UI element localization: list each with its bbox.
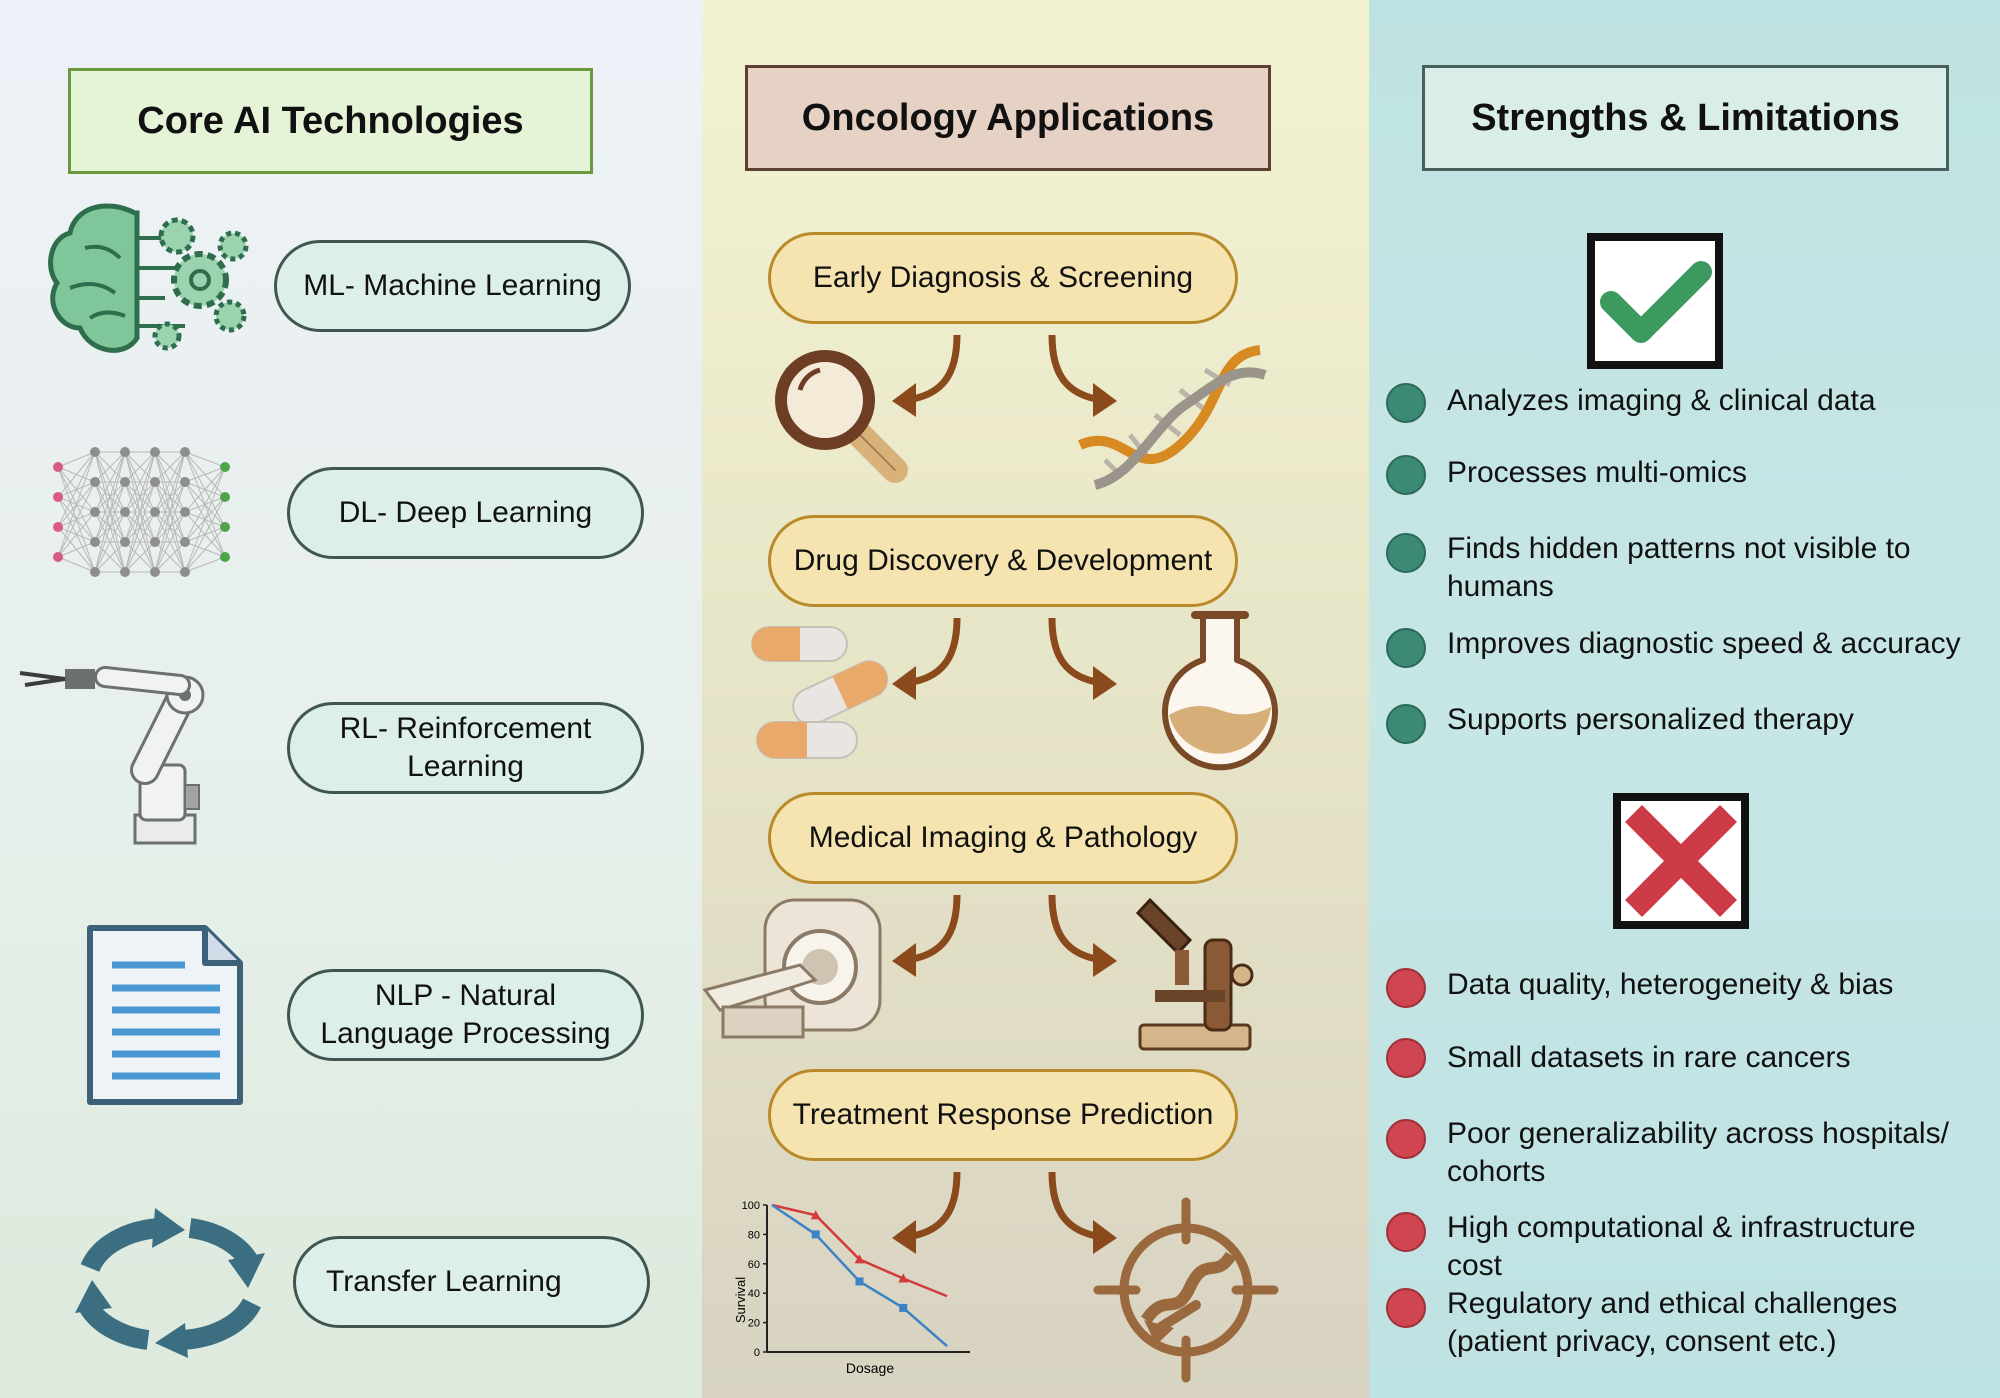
chart-point: [811, 1230, 820, 1239]
flow-arrow-pair: [892, 1171, 1117, 1254]
app-drug-discovery: Drug Discovery & Development: [768, 515, 1238, 607]
survival-chart-icon: Survival Dosage 100 80 60 40 20 0: [733, 1200, 970, 1376]
strength-bullet: [1386, 455, 1426, 495]
limitation-item: Data quality, heterogeneity & bias: [1447, 968, 1894, 1001]
arrows-layer: [892, 334, 1117, 1254]
limitation-item: Poor generalizability across hospitals/ …: [1447, 1117, 1949, 1188]
limitation-bullet: [1386, 968, 1426, 1008]
flow-arrow-pair: [892, 617, 1117, 700]
strength-bullet: [1386, 704, 1426, 744]
magnifier-icon: [775, 350, 908, 483]
chart-point: [855, 1277, 864, 1286]
tech-transfer-learning: Transfer Learning: [293, 1236, 650, 1328]
limitation-bullet: [1386, 1288, 1426, 1328]
chart-tick-label: 80: [748, 1229, 760, 1241]
strength-bullet: [1386, 628, 1426, 668]
cross-box-icon: [1613, 793, 1749, 929]
check-box-icon: [1587, 233, 1723, 369]
chart-tick-label: 100: [742, 1200, 760, 1212]
limitation-item: High computational & infrastructure cost: [1447, 1211, 1916, 1282]
strength-bullet: [1386, 383, 1426, 423]
chart-point: [898, 1273, 909, 1283]
flask-icon: [1162, 611, 1278, 771]
tech-nlp: NLP - Natural Language Processing: [287, 969, 644, 1061]
chart-point: [854, 1254, 865, 1264]
chart-ylabel: Survival: [733, 1277, 748, 1323]
core-ai-header: Core AI Technologies: [68, 68, 593, 174]
tech-reinforcement-learning: RL- Reinforcement Learning: [287, 702, 644, 794]
tech-machine-learning: ML- Machine Learning: [274, 240, 631, 332]
pills-icon: [751, 626, 889, 759]
chart-point: [810, 1210, 821, 1220]
chart-tick-label: 60: [748, 1259, 760, 1271]
flow-arrow-pair: [892, 894, 1117, 977]
chart-tick-label: 0: [754, 1347, 760, 1359]
app-medical-imaging: Medical Imaging & Pathology: [768, 792, 1238, 884]
microscope-icon: [1135, 897, 1254, 1051]
chart-tick-label: 40: [748, 1288, 760, 1300]
chart-series-line: [771, 1203, 948, 1348]
strength-item: Analyzes imaging & clinical data: [1447, 384, 1876, 417]
app-early-diagnosis: Early Diagnosis & Screening: [768, 232, 1238, 324]
oncology-applications-header: Oncology Applications: [745, 65, 1271, 171]
strength-item: Processes multi-omics: [1447, 456, 1748, 489]
robot-arm-icon: [19, 666, 205, 845]
neural-network-icon: [53, 447, 230, 577]
limitation-bullet: [1386, 1038, 1426, 1078]
chart-xlabel: Dosage: [846, 1360, 894, 1376]
strength-bullet: [1386, 533, 1426, 573]
strength-item: Finds hidden patterns not visible to hum…: [1447, 532, 1911, 603]
tech-deep-learning: DL- Deep Learning: [287, 467, 644, 559]
chart-point: [899, 1303, 908, 1312]
flow-arrow-pair: [892, 334, 1117, 417]
limitation-bullet: [1386, 1119, 1426, 1159]
limitation-item: Regulatory and ethical challenges (patie…: [1447, 1287, 1898, 1358]
target-icon: [1093, 1197, 1279, 1383]
strengths-limitations-header: Strengths & Limitations: [1422, 65, 1949, 171]
brain-gears-icon: [48, 203, 249, 353]
limitation-bullet: [1386, 1212, 1426, 1252]
cycle-arrows-icon: [75, 1208, 265, 1358]
document-icon: [87, 925, 243, 1105]
app-treatment-response: Treatment Response Prediction: [768, 1069, 1238, 1161]
chart-tick-label: 20: [748, 1318, 760, 1330]
dna-icon: [1077, 345, 1267, 490]
strength-item: Supports personalized therapy: [1447, 703, 1854, 736]
mri-scanner-icon: [702, 898, 882, 1039]
limitation-item: Small datasets in rare cancers: [1447, 1041, 1851, 1074]
strength-item: Improves diagnostic speed & accuracy: [1447, 627, 1961, 660]
